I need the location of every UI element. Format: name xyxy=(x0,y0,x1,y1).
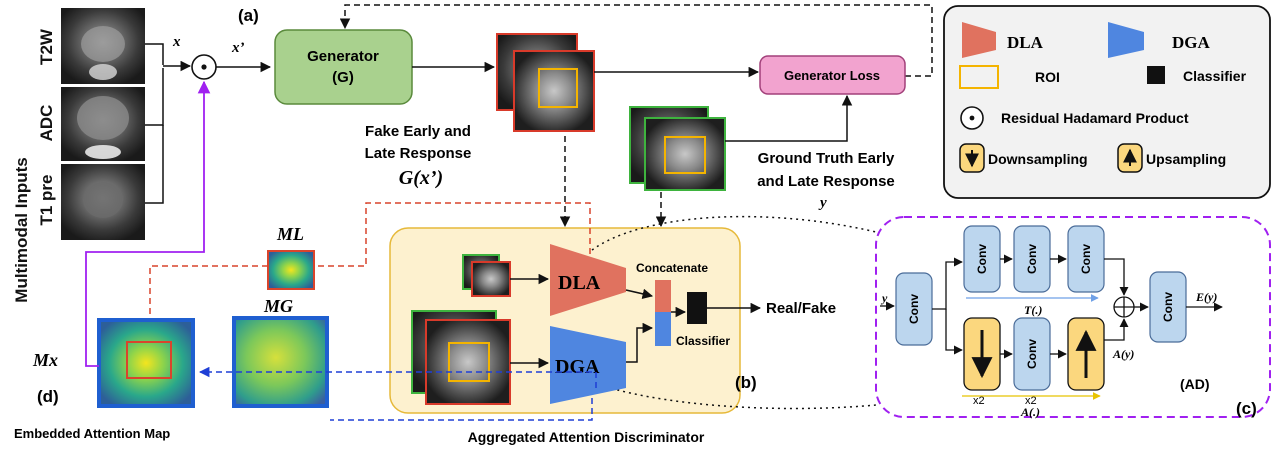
ad-trunk-conv-3: Conv xyxy=(1067,225,1105,293)
ad-output-conv: Conv xyxy=(1149,271,1187,343)
mg-label: MG xyxy=(263,296,293,316)
mx-label: Mx xyxy=(32,350,58,370)
embedded-attention-map xyxy=(97,318,195,408)
adc-image xyxy=(61,87,145,161)
legend-roi-icon xyxy=(959,65,999,89)
modality-label-adc: ADC xyxy=(37,105,56,142)
legend-hadamard-label: Residual Hadamard Product xyxy=(1001,110,1189,126)
ad-conv-input: Conv xyxy=(895,272,933,346)
fake-response-line1: Fake Early and xyxy=(365,123,471,140)
ad-block-panel xyxy=(875,216,1271,418)
dga-label: DGA xyxy=(555,356,600,378)
classifier-label: Classifier xyxy=(676,334,730,348)
t2w-image xyxy=(61,8,145,84)
ad-trunk-conv-1: Conv xyxy=(963,225,1001,293)
ad-x2-conv: x2 xyxy=(1025,395,1037,407)
legend-classifier-icon xyxy=(1147,66,1165,84)
ad-mask-conv: Conv xyxy=(1013,317,1051,391)
legend-hadamard-icon xyxy=(960,106,984,130)
x-label: x xyxy=(172,34,181,50)
generator-box: Generator (G) xyxy=(274,29,413,105)
local-attention-map xyxy=(267,250,315,290)
concat-global-bar xyxy=(655,312,671,346)
legend-roi-label: ROI xyxy=(1035,69,1060,85)
ground-truth-y-label: y xyxy=(818,195,827,211)
ad-x2-down: x2 xyxy=(973,395,985,407)
global-input-images xyxy=(411,310,511,405)
modality-label-t1pre: T1 pre xyxy=(37,174,56,225)
ad-a-label: A(.) xyxy=(1020,405,1040,419)
legend-downsampling-label: Downsampling xyxy=(988,151,1088,167)
legend-downsampling-icon xyxy=(959,143,985,173)
concatenate-label: Concatenate xyxy=(636,261,708,275)
panel-label-a: (a) xyxy=(238,6,259,25)
discriminator-title: Aggregated Attention Discriminator xyxy=(468,429,705,445)
ad-upsampling-block xyxy=(1067,317,1105,391)
dla-network: DLA xyxy=(550,244,626,316)
generator-loss-box: Generator Loss xyxy=(759,55,906,95)
legend-box: DLA DGA ROI Classifier Residual Hadamard… xyxy=(943,5,1271,199)
multimodal-inputs-label: Multimodal Inputs xyxy=(12,157,31,302)
ad-block-name: (AD) xyxy=(1180,376,1210,392)
ad-trunk-conv-2: Conv xyxy=(1013,225,1051,293)
global-attention-map xyxy=(232,316,329,408)
panel-label-d: (d) xyxy=(37,387,59,406)
classifier-block xyxy=(687,292,707,324)
svg-text:Conv: Conv xyxy=(975,244,989,274)
svg-text:Conv: Conv xyxy=(907,294,921,324)
hadamard-product-node xyxy=(191,54,217,80)
ad-ey-label: E(y) xyxy=(1195,290,1217,304)
svg-text:Conv: Conv xyxy=(1161,292,1175,322)
x-prime-label: x’ xyxy=(231,40,245,56)
svg-text:Conv: Conv xyxy=(1025,339,1039,369)
generator-symbol: (G) xyxy=(332,69,354,86)
svg-text:Conv: Conv xyxy=(1025,244,1039,274)
ad-y-label: y xyxy=(880,291,888,305)
modality-label-t2w: T2W xyxy=(37,28,56,65)
dla-label: DLA xyxy=(558,272,601,294)
panel-label-b: (b) xyxy=(735,373,757,392)
panel-label-c: (c) xyxy=(1236,399,1257,418)
legend-upsampling-label: Upsampling xyxy=(1146,151,1226,167)
legend-dga-label: DGA xyxy=(1172,33,1211,52)
ad-sum-node xyxy=(1113,296,1135,318)
ad-downsampling-block xyxy=(963,317,1001,391)
fake-response-formula: G(x’) xyxy=(399,167,443,189)
svg-text:Conv: Conv xyxy=(1079,244,1093,274)
legend-classifier-label: Classifier xyxy=(1183,68,1247,84)
concat-local-bar xyxy=(655,280,671,312)
real-fake-label: Real/Fake xyxy=(766,300,836,317)
ad-ay-label: A(y) xyxy=(1112,347,1134,361)
fake-response-images xyxy=(496,33,595,132)
generator-loss-label: Generator Loss xyxy=(784,68,880,83)
fake-response-line2: Late Response xyxy=(365,145,472,162)
ground-truth-line2: and Late Response xyxy=(757,173,895,190)
legend-dla-icon xyxy=(962,22,996,58)
ml-label: ML xyxy=(276,224,304,244)
t1pre-image xyxy=(61,164,145,240)
legend-dla-label: DLA xyxy=(1007,33,1044,52)
legend-upsampling-icon xyxy=(1117,143,1143,173)
ad-t-label: T(.) xyxy=(1024,303,1042,317)
ground-truth-line1: Ground Truth Early xyxy=(758,150,895,167)
generator-label: Generator xyxy=(307,48,379,65)
legend-dga-icon xyxy=(1108,22,1144,58)
local-input-images xyxy=(462,254,511,297)
ground-truth-images xyxy=(629,106,726,191)
embedded-attention-label: Embedded Attention Map xyxy=(14,426,170,441)
